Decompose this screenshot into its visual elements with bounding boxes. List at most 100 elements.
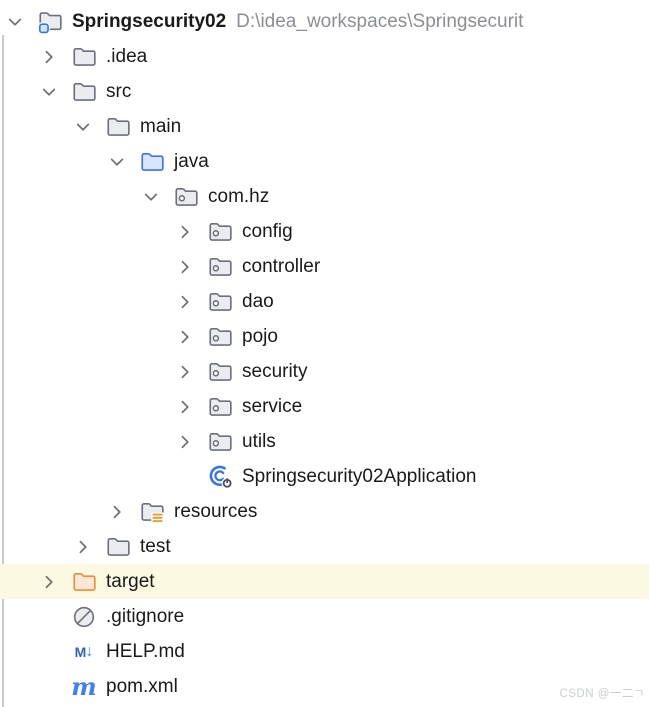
chevron-right-icon[interactable] <box>106 501 128 523</box>
tree-item-dao[interactable]: dao <box>0 284 649 319</box>
node-label: utils <box>242 430 276 452</box>
node-label: src <box>106 80 132 102</box>
indent-spacer <box>0 56 38 57</box>
package-icon <box>172 183 200 211</box>
node-label: HELP.md <box>106 640 185 662</box>
csdn-watermark: CSDN @一二ㄱ <box>559 688 645 700</box>
node-path-suffix: D:\idea_workspaces\Springsecurit <box>236 10 524 32</box>
node-label: resources <box>174 500 258 522</box>
node-label: java <box>174 150 209 172</box>
chevron-right-icon[interactable] <box>174 291 196 313</box>
indent-spacer <box>0 196 140 197</box>
chevron-down-icon[interactable] <box>140 186 162 208</box>
spring-boot-application-icon <box>206 463 234 491</box>
node-label: config <box>242 220 293 242</box>
indent-spacer <box>0 441 174 442</box>
folder-icon <box>70 78 98 106</box>
chevron-down-icon[interactable] <box>38 81 60 103</box>
tree-item-src[interactable]: src <box>0 74 649 109</box>
chevron-right-icon[interactable] <box>174 326 196 348</box>
panel-left-border <box>2 35 4 707</box>
no-chevron <box>38 606 60 628</box>
indent-spacer <box>0 511 106 512</box>
indent-spacer <box>0 616 38 617</box>
node-label: .gitignore <box>106 605 185 627</box>
tree-item-pom-xml[interactable]: m pom.xml <box>0 669 649 704</box>
chevron-right-icon[interactable] <box>174 396 196 418</box>
chevron-right-icon[interactable] <box>174 431 196 453</box>
chevron-right-icon[interactable] <box>174 361 196 383</box>
node-label: target <box>106 570 155 592</box>
indent-spacer <box>0 371 174 372</box>
node-label: pom.xml <box>106 675 178 697</box>
node-label: security <box>242 360 308 382</box>
indent-spacer <box>0 301 174 302</box>
indent-spacer <box>0 686 38 687</box>
indent-spacer <box>0 546 72 547</box>
tree-item-pojo[interactable]: pojo <box>0 319 649 354</box>
node-label: test <box>140 535 171 557</box>
node-label: dao <box>242 290 274 312</box>
tree-item-java[interactable]: java <box>0 144 649 179</box>
package-icon <box>206 358 234 386</box>
package-icon <box>206 288 234 316</box>
project-folder-icon <box>36 8 64 36</box>
tree-item-springsecurity02[interactable]: Springsecurity02 D:\idea_workspaces\Spri… <box>0 4 649 39</box>
tree-item-utils[interactable]: utils <box>0 424 649 459</box>
indent-spacer <box>0 161 106 162</box>
node-label: .idea <box>106 45 148 67</box>
chevron-right-icon[interactable] <box>38 571 60 593</box>
no-chevron <box>38 676 60 698</box>
tree-item-controller[interactable]: controller <box>0 249 649 284</box>
indent-spacer <box>0 336 174 337</box>
tree-item-resources[interactable]: resources <box>0 494 649 529</box>
node-label: Springsecurity02 <box>72 10 227 32</box>
chevron-right-icon[interactable] <box>174 256 196 278</box>
indent-spacer <box>0 266 174 267</box>
tree-item-security[interactable]: security <box>0 354 649 389</box>
indent-spacer <box>0 476 174 477</box>
tree-item-com-hz[interactable]: com.hz <box>0 179 649 214</box>
folder-icon <box>104 113 132 141</box>
indent-spacer <box>0 406 174 407</box>
tree-item-target[interactable]: target <box>0 564 649 599</box>
ignored-file-icon <box>70 603 98 631</box>
indent-spacer <box>0 581 38 582</box>
tree-item-service[interactable]: service <box>0 389 649 424</box>
tree-item-test[interactable]: test <box>0 529 649 564</box>
indent-spacer <box>0 126 72 127</box>
folder-icon <box>104 533 132 561</box>
tree-item-gitignore[interactable]: .gitignore <box>0 599 649 634</box>
node-label: com.hz <box>208 185 270 207</box>
node-label: service <box>242 395 303 417</box>
chevron-down-icon[interactable] <box>4 11 26 33</box>
node-label: controller <box>242 255 321 277</box>
resources-folder-icon <box>138 498 166 526</box>
chevron-right-icon[interactable] <box>72 536 94 558</box>
tree-item-springsecurity02application[interactable]: Springsecurity02Application <box>0 459 649 494</box>
tree-item-config[interactable]: config <box>0 214 649 249</box>
chevron-down-icon[interactable] <box>72 116 94 138</box>
folder-icon <box>70 43 98 71</box>
node-label: pojo <box>242 325 278 347</box>
indent-spacer <box>0 91 38 92</box>
no-chevron <box>174 466 196 488</box>
tree-item-idea[interactable]: .idea <box>0 39 649 74</box>
chevron-down-icon[interactable] <box>106 151 128 173</box>
package-icon <box>206 428 234 456</box>
package-icon <box>206 393 234 421</box>
node-label: main <box>140 115 182 137</box>
package-icon <box>206 253 234 281</box>
indent-spacer <box>0 231 174 232</box>
markdown-file-icon: M↓ <box>74 642 94 660</box>
sources-folder-icon <box>138 148 166 176</box>
maven-file-icon: m <box>71 671 97 701</box>
excluded-folder-icon <box>70 568 98 596</box>
tree-item-help-md[interactable]: M↓ HELP.md <box>0 634 649 669</box>
chevron-right-icon[interactable] <box>38 46 60 68</box>
node-label: Springsecurity02Application <box>242 465 477 487</box>
chevron-right-icon[interactable] <box>174 221 196 243</box>
tree-item-main[interactable]: main <box>0 109 649 144</box>
indent-spacer <box>0 651 38 652</box>
